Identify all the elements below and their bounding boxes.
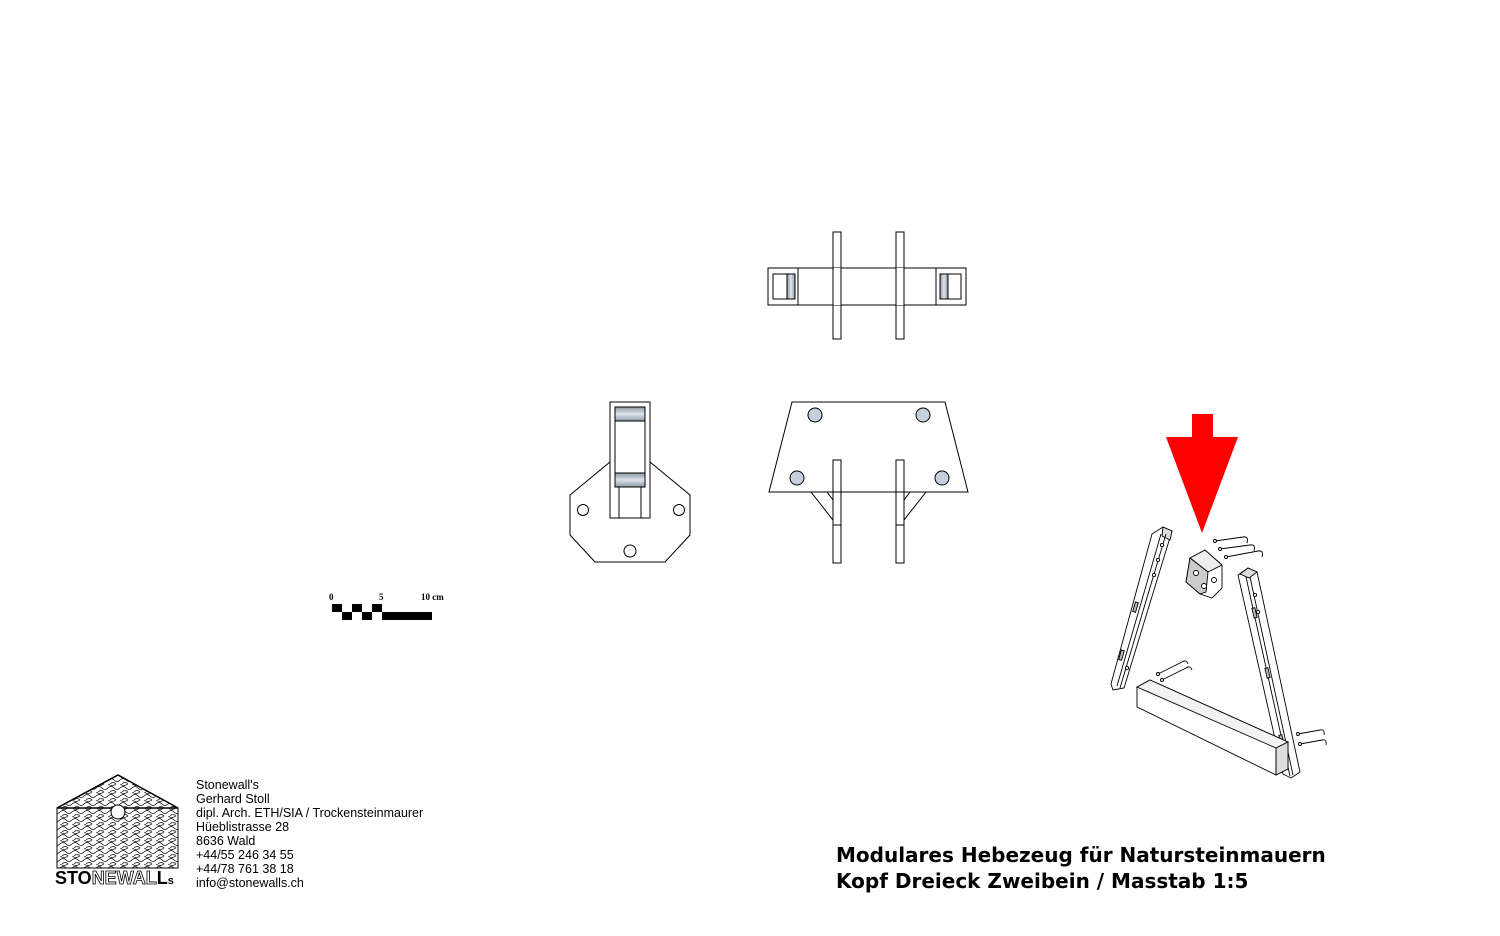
bolts-bottom-right	[1296, 729, 1327, 746]
address-line: +44/78 761 38 18	[196, 862, 294, 876]
stonewalls-logo-icon	[56, 774, 179, 869]
scale-bar	[332, 604, 432, 620]
side-view-roller-top	[614, 406, 646, 422]
red-arrow-icon	[1166, 414, 1238, 533]
scale-label-5: 5	[379, 592, 384, 602]
side-view-hole-right	[673, 504, 685, 516]
exploded-view	[1110, 526, 1327, 779]
bolts-bottom-left	[1156, 660, 1193, 682]
scale-label-0: 0	[329, 592, 334, 602]
top-view-roller-right	[939, 273, 949, 300]
address-line: Stonewall's	[196, 778, 259, 792]
side-view	[569, 401, 691, 563]
address-line: dipl. Arch. ETH/SIA / Trockensteinmaurer	[196, 806, 424, 820]
side-view-hole-left	[577, 504, 589, 516]
drawing-title: Modulares Hebezeug für Natursteinmauern …	[836, 842, 1326, 894]
left-leg	[1110, 526, 1173, 691]
side-view-hole-bottom	[623, 544, 637, 558]
front-view-hole-br	[934, 470, 950, 486]
address-line: 8636 Wald	[196, 834, 256, 848]
logo-text-small: s	[167, 875, 174, 887]
title-line-1: Modulares Hebezeug für Natursteinmauern	[836, 843, 1326, 867]
front-view	[768, 401, 969, 564]
front-view-plate	[768, 401, 969, 493]
side-view-roller-bottom	[614, 472, 646, 488]
front-view-hole-bl	[789, 470, 805, 486]
address-line: +44/55 246 34 55	[196, 848, 294, 862]
front-view-hole-tl	[807, 407, 823, 423]
logo-text-solid-2: L	[156, 868, 168, 888]
front-view-gusset-right	[903, 491, 928, 522]
bolts-top	[1213, 536, 1263, 559]
logo-text-outline: NEWAL	[91, 868, 157, 889]
scale-label-10: 10 cm	[421, 592, 444, 602]
top-view	[767, 231, 967, 340]
address-block: Stonewall's Gerhard Stoll dipl. Arch. ET…	[196, 778, 423, 890]
logo-text-solid-1: STO	[55, 868, 92, 888]
front-view-hole-tr	[915, 407, 931, 423]
logo-wordmark: STONEWALLs	[55, 868, 174, 889]
top-view-body	[767, 267, 967, 306]
address-line: Gerhard Stoll	[196, 792, 270, 806]
address-line: Hüeblistrasse 28	[196, 820, 290, 834]
address-line: info@stonewalls.ch	[196, 876, 304, 890]
top-view-roller-left	[786, 273, 796, 300]
title-line-2: Kopf Dreieck Zweibein / Masstab 1:5	[836, 869, 1249, 893]
front-view-gusset-left	[809, 491, 834, 522]
